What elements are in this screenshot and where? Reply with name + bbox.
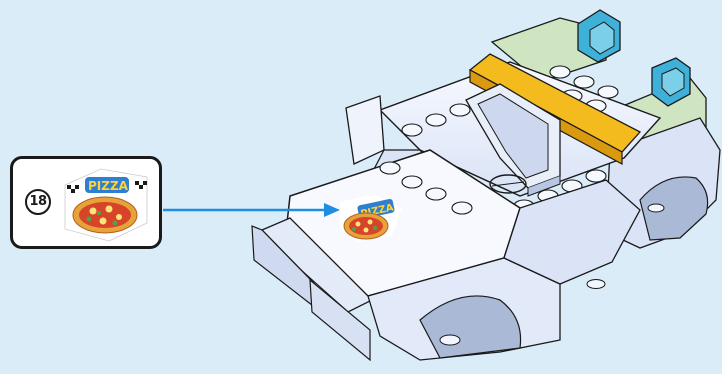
step-number-badge: 18 — [25, 189, 51, 215]
sticker-callout: 18 PIZZA — [10, 156, 162, 249]
pizza-sticker-icon: PIZZA — [61, 167, 151, 243]
sticker-label: PIZZA — [88, 179, 129, 193]
